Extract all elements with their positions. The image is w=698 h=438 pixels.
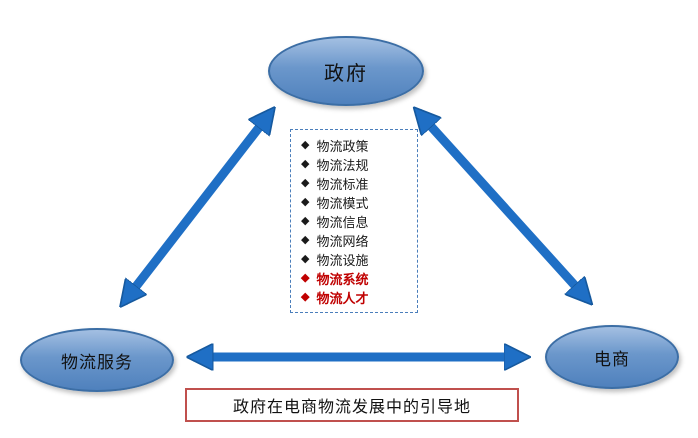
list-item-label: 物流系统 <box>316 272 369 287</box>
list-item: ◆ 物流网络 <box>301 231 417 250</box>
diamond-bullet-icon: ◆ <box>301 215 310 227</box>
list-item: ◆ 物流信息 <box>301 212 417 231</box>
node-ecommerce: 电商 <box>545 325 679 389</box>
diamond-bullet-icon: ◆ <box>301 177 310 189</box>
factor-list-box: ◆ 物流政策 ◆ 物流法规 ◆ 物流标准 ◆ 物流模式 ◆ 物流信息 ◆ 物流网… <box>290 129 418 313</box>
node-government-label: 政府 <box>324 62 368 85</box>
list-item: ◆ 物流设施 <box>301 250 417 269</box>
node-logistics-service-label: 物流服务 <box>61 352 133 372</box>
diamond-bullet-icon: ◆ <box>301 158 310 170</box>
list-item-label: 物流模式 <box>316 196 369 211</box>
diamond-bullet-icon: ◆ <box>301 196 310 208</box>
diamond-bullet-icon: ◆ <box>301 272 310 284</box>
diamond-bullet-icon: ◆ <box>301 253 310 265</box>
list-item-label: 物流政策 <box>316 139 369 154</box>
list-item: ◆ 物流模式 <box>301 193 417 212</box>
list-item: ◆ 物流标准 <box>301 174 417 193</box>
list-item-label: 物流信息 <box>316 215 369 230</box>
list-item-label: 物流法规 <box>316 158 369 173</box>
node-government: 政府 <box>268 36 424 106</box>
diamond-bullet-icon: ◆ <box>301 234 310 246</box>
diamond-bullet-icon: ◆ <box>301 291 310 303</box>
list-item-label: 物流人才 <box>316 291 369 306</box>
arrow-government-logistics <box>124 112 271 302</box>
caption-box: 政府在电商物流发展中的引导地 <box>185 388 519 422</box>
list-item-emphasis: ◆ 物流人才 <box>301 288 417 307</box>
list-item-label: 物流设施 <box>316 253 369 268</box>
caption-label: 政府在电商物流发展中的引导地 <box>232 399 471 416</box>
node-logistics-service: 物流服务 <box>20 328 174 392</box>
list-item-label: 物流网络 <box>316 234 369 249</box>
node-ecommerce-label: 电商 <box>594 349 630 369</box>
arrow-government-ecommerce <box>418 112 588 300</box>
list-item: ◆ 物流政策 <box>301 136 417 155</box>
list-item-label: 物流标准 <box>316 177 369 192</box>
diamond-bullet-icon: ◆ <box>301 139 310 151</box>
list-item-emphasis: ◆ 物流系统 <box>301 269 417 288</box>
list-item: ◆ 物流法规 <box>301 155 417 174</box>
